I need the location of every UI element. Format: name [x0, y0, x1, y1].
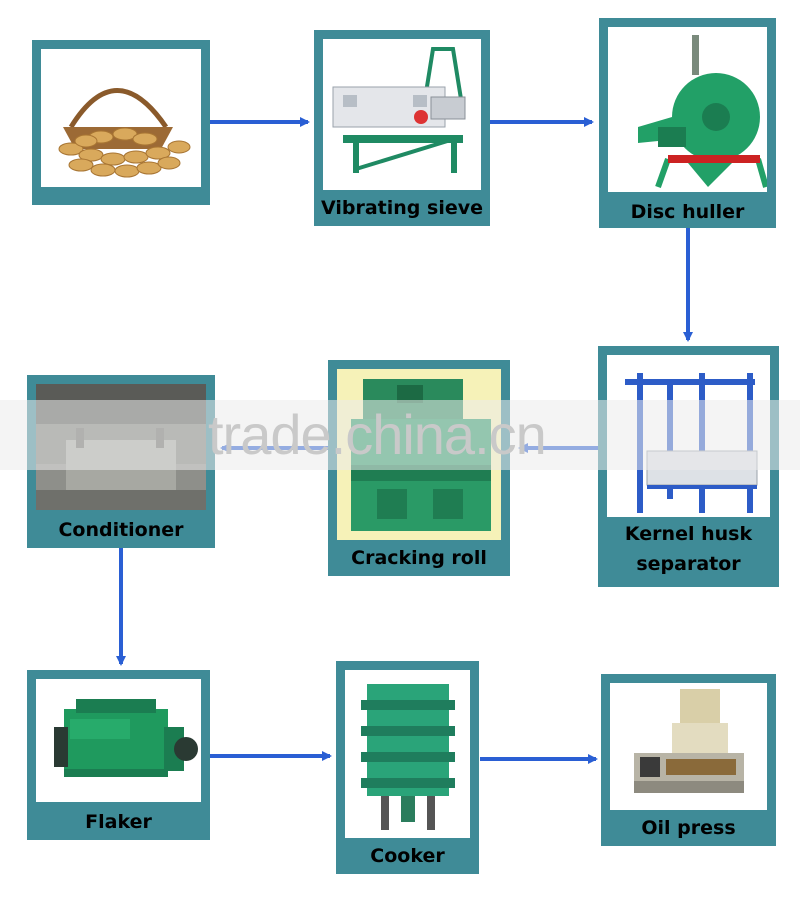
- step-cooker: Cooker: [336, 661, 479, 874]
- step-raw-peanuts: [32, 40, 210, 205]
- cracking-roll-image: [337, 369, 501, 540]
- cooker-icon: [361, 684, 455, 830]
- flaker-label: Flaker: [85, 811, 152, 833]
- conditioner-label: Conditioner: [58, 519, 184, 541]
- step-conditioner: Conditioner: [27, 375, 215, 548]
- kernel-husk-separator-icon: [625, 373, 758, 513]
- disc-huller-icon: [638, 35, 767, 189]
- cooker-label: Cooker: [370, 845, 445, 867]
- cracking-roll-icon: [351, 379, 491, 531]
- flaker-image: [36, 679, 201, 802]
- vibrating-sieve-label: Vibrating sieve: [321, 197, 483, 219]
- oil-press-label: Oil press: [641, 817, 736, 839]
- disc-huller-image: [608, 27, 767, 192]
- step-disc-huller: Disc huller: [599, 18, 776, 228]
- vibrating-sieve-icon: [332, 47, 466, 173]
- kernel-husk-separator-label-line1: Kernel husk: [624, 523, 753, 545]
- peanut-basket-image: [41, 49, 201, 187]
- step-cracking-roll: Cracking roll: [328, 360, 510, 576]
- conditioner-icon: [36, 384, 206, 510]
- kernel-husk-separator-label: Kernel husk separator: [598, 519, 779, 579]
- oil-press-image: [610, 683, 767, 810]
- step-kernel-husk-separator: Kernel husk separator: [598, 346, 779, 587]
- step-vibrating-sieve: Vibrating sieve: [314, 30, 490, 226]
- oil-press-icon: [634, 689, 744, 793]
- step-flaker: Flaker: [27, 670, 210, 840]
- disc-huller-label: Disc huller: [630, 201, 745, 223]
- peanut-basket-icon: [58, 88, 191, 178]
- kernel-husk-separator-label-line2: separator: [636, 553, 741, 575]
- cracking-roll-label: Cracking roll: [351, 547, 487, 569]
- conditioner-image: [36, 384, 206, 510]
- flaker-icon: [54, 699, 198, 777]
- kernel-husk-separator-image: [607, 355, 770, 517]
- cooker-image: [345, 670, 470, 838]
- vibrating-sieve-image: [323, 39, 481, 190]
- step-oil-press: Oil press: [601, 674, 776, 846]
